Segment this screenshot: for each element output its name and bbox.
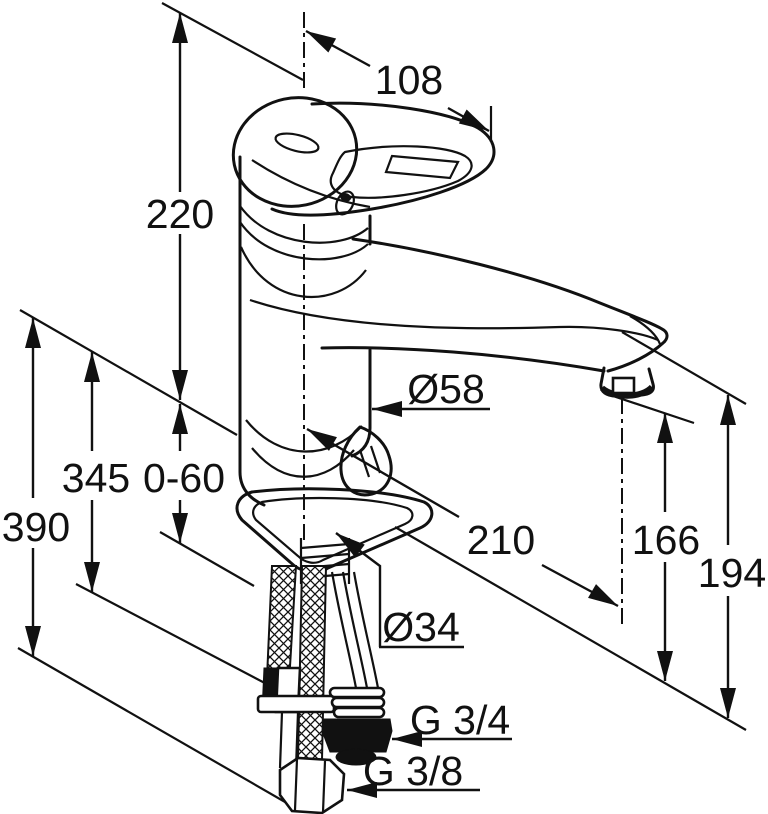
dim-g34: G 3/4 [392, 697, 512, 747]
spout-top-edge [351, 237, 669, 373]
valve-ring-1 [328, 686, 386, 699]
dim-220: 220 [146, 13, 214, 400]
extension-lines [17, 2, 747, 807]
g38-plane [17, 647, 293, 807]
dim-g38: G 3/8 [347, 748, 480, 798]
dim-166-label: 166 [632, 517, 700, 563]
dim-194-label: 194 [698, 550, 766, 596]
fixing-lug [339, 425, 393, 497]
body-ring-line-2 [239, 221, 369, 261]
aerator [599, 366, 655, 399]
valve-ring-3 [332, 706, 386, 719]
dim-0-60: 0-60 [143, 404, 225, 543]
aerator-dark-rim [600, 384, 655, 399]
body-bottom-arc-2 [251, 447, 355, 478]
spout-back-edge [249, 298, 659, 342]
body-ring-line-1 [239, 205, 369, 244]
faucet-artwork [231, 96, 669, 814]
g38-nut-body [278, 756, 346, 814]
g34-hex-nut [321, 718, 393, 753]
dim-dia34-label: Ø34 [382, 604, 460, 650]
spout [249, 237, 669, 399]
base-plate-inner [252, 496, 414, 564]
dim-g38-label: G 3/8 [363, 748, 463, 794]
handle-front-edge [251, 159, 371, 209]
dim-0-60-label: 0-60 [143, 455, 225, 501]
valve-tube [330, 571, 380, 689]
spout-tip-bevel [629, 315, 662, 345]
counter-plane-left [19, 309, 238, 436]
spout-bottom-edge [320, 346, 606, 373]
dim-210-label: 210 [467, 517, 535, 563]
g38-nut-facets [293, 758, 327, 813]
dim-345-label: 345 [62, 455, 130, 501]
spout-tip-extension-line [621, 331, 747, 405]
base-plate-outer [235, 487, 434, 574]
handle-tongue [274, 132, 320, 154]
dim-390-label: 390 [2, 504, 70, 550]
handle-top-extension-line [161, 2, 304, 81]
aerator-notch [611, 376, 636, 395]
dim-220-label: 220 [146, 191, 214, 237]
dim-390: 390 [2, 318, 70, 656]
valve-ring-2 [330, 696, 386, 709]
dim-g34-label: G 3/4 [410, 697, 510, 743]
hoses-and-connections [256, 565, 393, 814]
deck-bottom-plane [159, 531, 255, 587]
g34-valve [321, 686, 393, 766]
dim-dia58-label: Ø58 [407, 366, 485, 412]
dim-108: 108 [302, 24, 493, 138]
dim-dia34: Ø34 [331, 526, 464, 650]
dim-345: 345 [62, 352, 130, 592]
body-cap-edge [239, 246, 367, 299]
hose-clamp [256, 694, 336, 714]
handle-dome [231, 96, 359, 208]
dimensions: 108 220 0-60 345 390 [2, 13, 766, 798]
base-and-mounting [235, 425, 434, 584]
dim-108-label: 108 [375, 57, 443, 103]
counter-plane-right [394, 526, 747, 731]
dim-166: 166 [632, 413, 700, 681]
body-right-edge-lower [350, 348, 372, 458]
dim-210: 210 [303, 422, 622, 613]
dim-194: 194 [698, 395, 766, 718]
g34-end-cap [335, 748, 377, 766]
handle-lever-outline [270, 101, 496, 217]
shaft-threads [300, 542, 350, 580]
g38-nut [278, 756, 346, 814]
dim-dia58: Ø58 [372, 366, 490, 417]
handle-loop-cutout [329, 145, 473, 199]
lever-handle [231, 96, 496, 217]
handle-loop-facet [384, 154, 460, 180]
